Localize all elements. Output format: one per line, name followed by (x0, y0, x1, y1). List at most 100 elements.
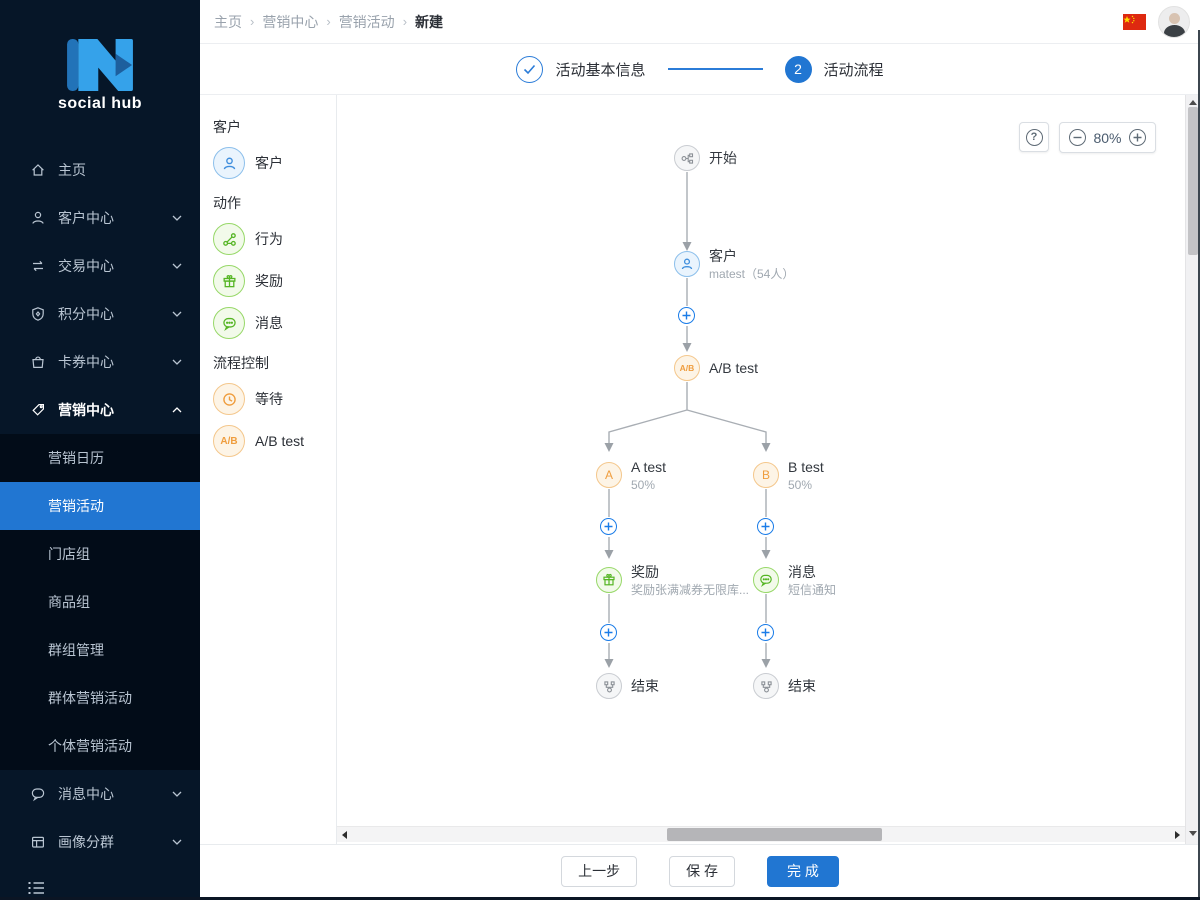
sidebar-item-profile-segmentation[interactable]: 画像分群 (0, 818, 200, 866)
flow-node-end-b[interactable]: 结束 (753, 673, 816, 699)
previous-step-button[interactable]: 上一步 (561, 855, 638, 887)
points-icon (30, 306, 46, 322)
node-sublabel: 短信通知 (788, 583, 837, 597)
customer-node-icon (674, 251, 700, 277)
submenu-item-group-marketing-campaign[interactable]: 群体营销活动 (48, 690, 132, 706)
scroll-up-arrow-icon[interactable] (1189, 100, 1197, 105)
chat-icon (213, 307, 245, 339)
step-2-circle[interactable]: 2 (784, 55, 812, 83)
flow-node-branch-b[interactable]: B B test 50% (753, 459, 824, 493)
app-logo: social hub (0, 0, 200, 146)
sidebar-item-label: 画像分群 (58, 834, 114, 850)
node-label: 开始 (709, 149, 737, 166)
sidebar-item-customer-center[interactable]: 客户中心 (0, 194, 200, 242)
flow-node-ab-test[interactable]: A/B A/B test (674, 355, 758, 381)
node-label: A test (631, 459, 667, 475)
reward-node-icon (596, 567, 622, 593)
palette-section-title: 流程控制 (213, 355, 269, 371)
finish-button[interactable]: 完 成 (767, 855, 839, 887)
palette-section-title: 动作 (213, 195, 241, 211)
trade-icon (30, 258, 46, 274)
add-node-button[interactable] (757, 624, 774, 641)
message-node-icon (753, 567, 779, 593)
sidebar-item-coupon-center[interactable]: 卡券中心 (0, 338, 200, 386)
sidebar-menu: 主页 客户中心 交易中心 积分中心 (0, 146, 200, 910)
add-node-button[interactable] (600, 624, 617, 641)
submenu-item-individual-marketing-campaign[interactable]: 个体营销活动 (48, 738, 132, 754)
vertical-scrollbar[interactable] (1185, 95, 1200, 845)
sidebar-item-message-center[interactable]: 消息中心 (0, 770, 200, 818)
flow-node-branch-a[interactable]: A A test 50% (596, 459, 667, 493)
node-label: A/B test (709, 359, 759, 376)
flow-node-start[interactable]: 开始 (674, 145, 737, 171)
scroll-left-arrow-icon[interactable] (342, 830, 347, 839)
palette-item-customer[interactable]: 客户 (213, 147, 336, 179)
zoom-level-value: 80% (1093, 129, 1122, 146)
sidebar-item-marketing-center[interactable]: 营销中心 (0, 386, 200, 434)
node-label: 客户 (709, 248, 737, 264)
palette-item-ab-test[interactable]: A/B A/B test (213, 425, 336, 457)
flow-canvas[interactable]: 开始 客户 matest（54人） A/B A/B test A A test (337, 95, 1200, 845)
node-label: 奖励 (631, 564, 659, 580)
flow-node-end-a[interactable]: 结束 (596, 673, 659, 699)
question-icon: ? (1025, 128, 1043, 146)
palette-item-behavior[interactable]: 行为 (213, 223, 336, 255)
window-bottom-edge (0, 897, 1200, 900)
breadcrumb-home[interactable]: 主页 (214, 13, 242, 30)
add-node-button[interactable] (757, 518, 774, 535)
scroll-down-arrow-icon[interactable] (1189, 831, 1197, 836)
user-avatar[interactable] (1158, 5, 1190, 38)
flow-node-message[interactable]: 消息 短信通知 (753, 564, 837, 598)
node-sublabel: 50% (631, 478, 656, 492)
language-flag-icon[interactable] (1123, 13, 1146, 30)
flow-node-reward[interactable]: 奖励 奖励张满减券无限库... (596, 564, 750, 598)
help-button[interactable]: ? (1019, 122, 1049, 152)
sidebar: social hub 主页 客户中心 交易中心 (0, 0, 200, 900)
horizontal-scrollbar[interactable] (337, 826, 1185, 842)
breadcrumb-separator: › (402, 14, 408, 29)
submenu-item-product-group[interactable]: 商品组 (48, 594, 90, 610)
node-sublabel: 奖励张满减券无限库... (631, 583, 750, 597)
node-label: B test (788, 459, 824, 475)
zoom-in-button[interactable] (1129, 129, 1146, 146)
flow-node-customer[interactable]: 客户 matest（54人） (674, 248, 794, 282)
add-node-button[interactable] (600, 518, 617, 535)
submenu-item-group-management[interactable]: 群组管理 (48, 642, 104, 658)
node-label: 结束 (631, 677, 659, 694)
gift-icon (213, 265, 245, 297)
sidebar-item-label: 消息中心 (58, 786, 114, 802)
palette-item-message[interactable]: 消息 (213, 307, 336, 339)
submenu-item-marketing-calendar[interactable]: 营销日历 (48, 450, 104, 466)
scroll-right-arrow-icon[interactable] (1175, 830, 1180, 839)
palette-item-label: 奖励 (255, 273, 283, 289)
step-1-check-icon[interactable] (516, 55, 544, 83)
palette-item-wait[interactable]: 等待 (213, 383, 336, 415)
palette-item-reward[interactable]: 奖励 (213, 265, 336, 297)
horizontal-scrollbar-thumb[interactable] (667, 828, 882, 841)
add-node-button[interactable] (678, 307, 695, 324)
vertical-scrollbar-thumb[interactable] (1188, 107, 1198, 255)
sidebar-item-label: 交易中心 (58, 258, 114, 274)
zoom-out-button[interactable] (1069, 129, 1086, 146)
breadcrumb-marketing-campaign[interactable]: 营销活动 (338, 13, 395, 30)
palette-item-label: 消息 (255, 315, 283, 331)
flow-editor: 客户 客户 动作 行为 奖励 (200, 95, 1200, 845)
sidebar-item-home[interactable]: 主页 (0, 146, 200, 194)
submenu-item-marketing-campaign[interactable]: 营销活动 (0, 482, 200, 530)
breadcrumb-marketing-center[interactable]: 营销中心 (262, 13, 319, 30)
sidebar-item-trade-center[interactable]: 交易中心 (0, 242, 200, 290)
collapse-menu-button[interactable] (28, 881, 45, 895)
end-node-icon (596, 673, 622, 699)
steps-indicator: 活动基本信息 2 活动流程 (200, 44, 1200, 95)
avatar-head (1169, 12, 1180, 24)
node-sublabel: 50% (788, 478, 813, 492)
chevron-down-icon (172, 359, 182, 365)
window-right-edge (1198, 30, 1200, 900)
submenu-item-store-group[interactable]: 门店组 (48, 546, 90, 562)
user-icon (213, 147, 245, 179)
sidebar-item-points-center[interactable]: 积分中心 (0, 290, 200, 338)
save-button[interactable]: 保 存 (669, 855, 735, 887)
chevron-down-icon (172, 839, 182, 845)
main-area: 主页 › 营销中心 › 营销活动 › 新建 活动基本信息 2 活动流程 (200, 0, 1200, 900)
ab-test-node-icon: A/B (674, 355, 700, 381)
